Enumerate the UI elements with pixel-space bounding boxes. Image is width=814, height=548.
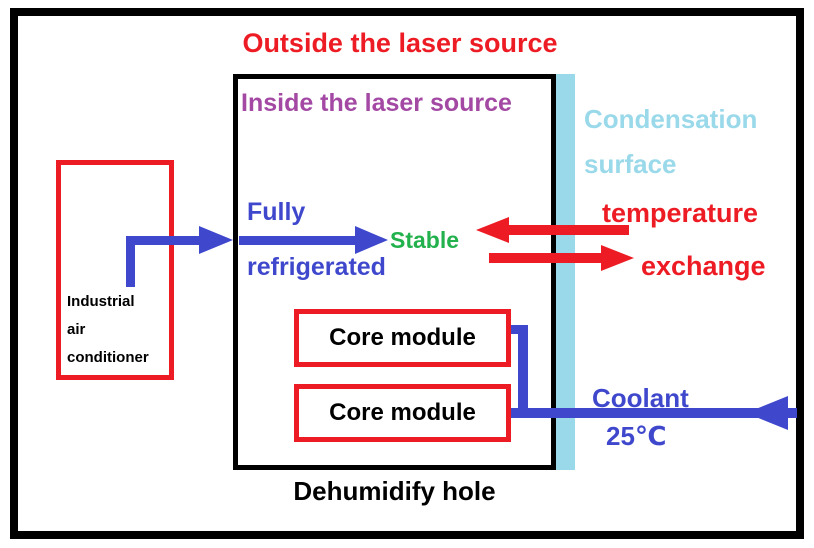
outside-title: Outside the laser source bbox=[242, 28, 558, 58]
coolant-pipe-stub bbox=[505, 325, 528, 334]
condensation-line1: Condensation bbox=[584, 104, 758, 134]
temperature-arrowhead bbox=[476, 217, 509, 243]
coolant-pipe-main bbox=[508, 408, 797, 418]
refrigerant-pipe-shaft-1 bbox=[126, 236, 200, 245]
condensation-surface-label: Condensation surface bbox=[584, 97, 757, 187]
exchange-arrow-shaft bbox=[489, 253, 602, 263]
air-conditioner-line3: conditioner bbox=[67, 349, 149, 366]
temperature-arrow-shaft bbox=[508, 225, 629, 235]
core-module-2: Core module bbox=[294, 384, 511, 442]
air-conditioner-label: Industrial air conditioner bbox=[67, 288, 149, 372]
temperature-label: temperature bbox=[602, 198, 759, 228]
refrigerant-arrowhead-1 bbox=[199, 226, 233, 254]
core-module-1: Core module bbox=[294, 309, 511, 367]
refrigerant-arrowhead-2 bbox=[355, 226, 388, 254]
core-module-1-label: Core module bbox=[329, 323, 476, 351]
coolant-temp-label: 25℃ bbox=[606, 421, 667, 451]
exchange-arrowhead bbox=[601, 245, 634, 271]
condensation-line2: surface bbox=[584, 149, 677, 179]
refrigerant-pipe-vertical bbox=[126, 239, 135, 287]
coolant-pipe-vertical bbox=[518, 325, 528, 418]
core-module-2-label: Core module bbox=[329, 398, 476, 426]
inside-title: Inside the laser source bbox=[241, 89, 512, 117]
coolant-label: Coolant bbox=[592, 383, 689, 413]
air-conditioner-line1: Industrial bbox=[67, 293, 135, 310]
air-conditioner-box bbox=[56, 160, 174, 380]
air-conditioner-line2: air bbox=[67, 321, 86, 338]
stable-label: Stable bbox=[390, 227, 460, 253]
dehumidify-label: Dehumidify hole bbox=[293, 476, 496, 506]
exchange-label: exchange bbox=[641, 251, 766, 281]
condensation-surface-strip bbox=[556, 74, 575, 470]
laser-source-box bbox=[233, 74, 556, 470]
refrigerated-label: refrigerated bbox=[247, 253, 386, 281]
fully-label: Fully bbox=[247, 198, 306, 226]
outer-border bbox=[10, 8, 804, 539]
refrigerant-pipe-shaft-2 bbox=[239, 236, 355, 245]
coolant-arrowhead bbox=[746, 396, 788, 430]
